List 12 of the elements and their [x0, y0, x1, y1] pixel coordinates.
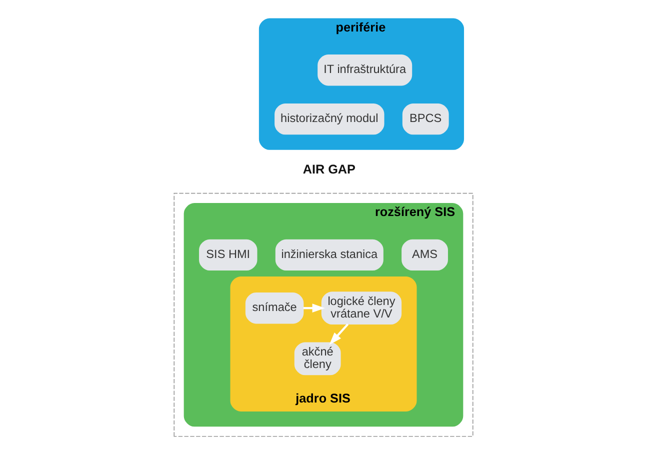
- node-box: SIS HMI: [198, 239, 257, 271]
- node-box: AMS: [401, 239, 448, 271]
- node-box: historizačný modul: [274, 103, 384, 135]
- node-box: logické členy vrátane V/V: [320, 292, 402, 325]
- arrow: [302, 304, 324, 313]
- node-box: inžinierska stanica: [274, 239, 383, 271]
- node-box: BPCS: [402, 103, 448, 135]
- label: AIR GAP: [302, 162, 356, 176]
- node-box: snímače: [244, 292, 304, 324]
- node-box: IT infraštruktúra: [317, 54, 412, 86]
- node-box: akčné členy: [294, 342, 340, 376]
- arrow: [328, 323, 348, 345]
